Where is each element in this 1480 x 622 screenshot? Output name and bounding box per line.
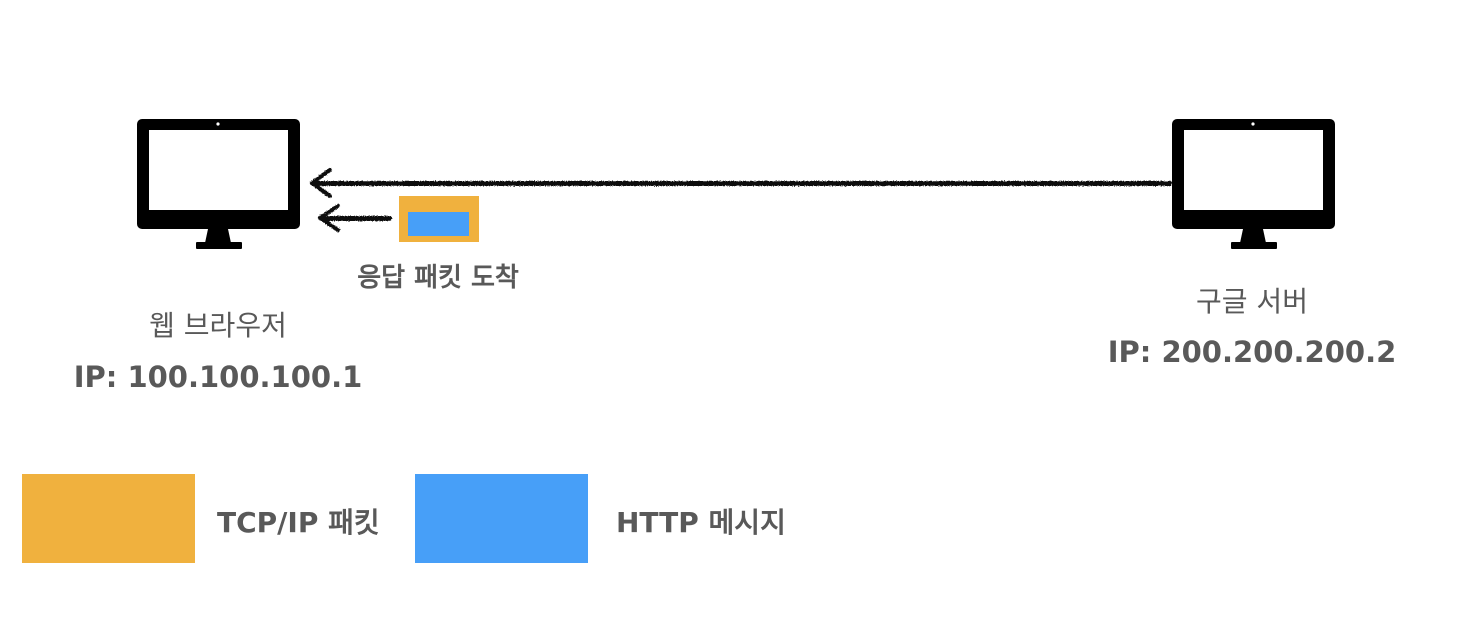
packet-arrow-short (318, 204, 392, 232)
packet-http-layer (408, 212, 469, 236)
response-arrow-long (310, 168, 1172, 198)
packet-caption: 응답 패킷 도착 (357, 263, 519, 293)
client-monitor-icon (137, 119, 300, 249)
client-ip-label: IP: 100.100.100.1 (73, 360, 363, 394)
server-monitor-icon (1172, 119, 1335, 249)
server-ip-label: IP: 200.200.200.2 (1107, 335, 1397, 369)
client-name-label: 웹 브라우저 (149, 309, 287, 342)
legend-http-swatch (415, 474, 588, 563)
legend-tcp-ip-label: TCP/IP 패킷 (217, 506, 380, 539)
response-packet (399, 196, 479, 242)
server-name-label: 구글 서버 (1196, 285, 1308, 318)
legend-http-label: HTTP 메시지 (616, 506, 786, 539)
legend-tcp-ip-swatch (22, 474, 195, 563)
